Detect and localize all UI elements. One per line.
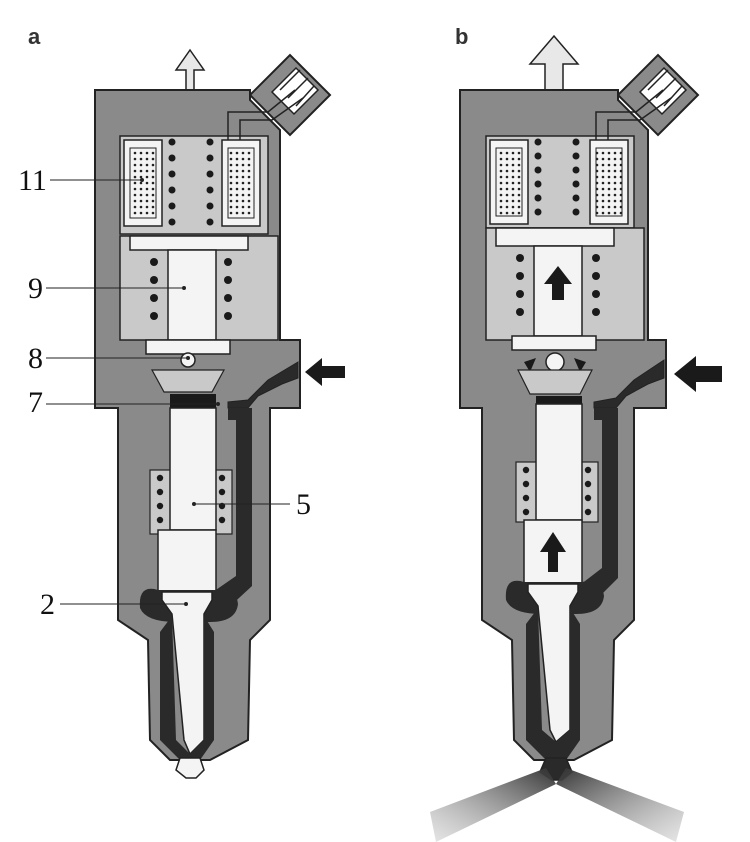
fuel-passage-a	[210, 408, 252, 612]
solenoid-coil-right-b	[589, 139, 629, 225]
callout-8: 8	[28, 342, 190, 375]
callout-2-label: 2	[40, 588, 55, 621]
return-arrow-a	[174, 48, 206, 91]
callout-2: 2	[40, 588, 188, 621]
injector-panel-b: b	[430, 24, 722, 842]
ball-valve-b	[545, 352, 565, 372]
fuel-inlet-arrow-a	[305, 358, 345, 386]
callouts: 11 9 8 7 5 2	[18, 164, 311, 621]
panel-label-b: b	[455, 24, 468, 49]
valve-spring-a	[150, 258, 232, 320]
solenoid-spring-b	[534, 138, 580, 216]
callout-9-label: 9	[28, 272, 43, 305]
solenoid-spring-a	[168, 138, 214, 226]
callout-7-label: 7	[28, 386, 43, 419]
callout-11: 11	[18, 164, 144, 197]
callout-7: 7	[28, 386, 220, 419]
callout-11-label: 11	[18, 164, 47, 197]
panel-label-a: a	[28, 24, 41, 49]
valve-plunger-b	[535, 403, 583, 521]
armature-bolt-a	[167, 249, 217, 341]
callout-5-label: 5	[296, 488, 311, 521]
outflow-arrows-b	[524, 358, 586, 372]
solenoid-coil-left-a	[123, 139, 163, 227]
armature-up-arrow	[544, 266, 572, 300]
control-chamber-a	[170, 394, 216, 408]
fuel-passage-b	[576, 408, 618, 606]
armature-plate-a	[129, 235, 249, 251]
valve-spring-b	[516, 254, 600, 316]
callout-8-label: 8	[28, 342, 43, 375]
solenoid-coil-left-b	[489, 139, 529, 225]
control-chamber-b	[536, 396, 582, 404]
needle-up-arrow	[540, 532, 566, 572]
valve-plunger-a	[169, 407, 217, 531]
nozzle-spring-b	[522, 466, 592, 516]
fuel-spray-left	[430, 768, 556, 842]
armature-plate-b	[495, 227, 615, 247]
fuel-inlet-arrow-b	[674, 356, 722, 392]
callout-5: 5	[192, 488, 311, 521]
callout-9: 9	[28, 272, 186, 305]
injector-panel-a: a	[28, 24, 345, 779]
return-arrow-b	[528, 34, 580, 91]
fuel-spray-right	[556, 768, 684, 842]
solenoid-coil-right-a	[221, 139, 261, 227]
